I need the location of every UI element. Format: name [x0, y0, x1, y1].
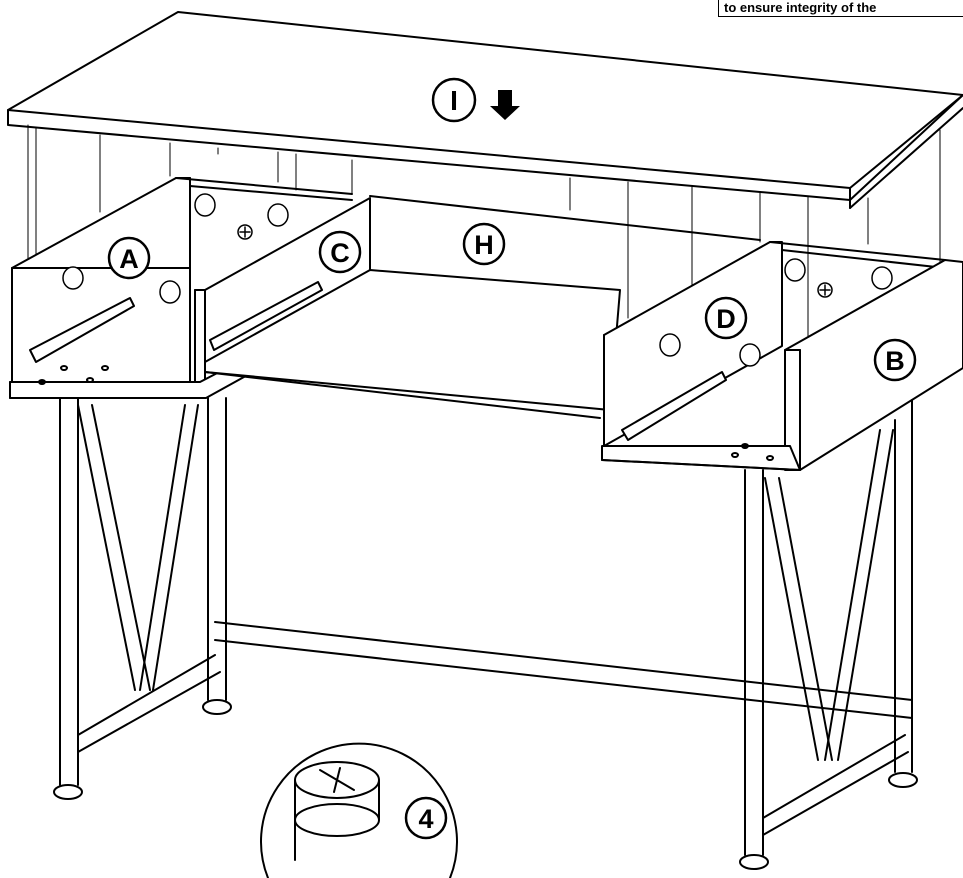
- label-H: H: [462, 222, 506, 266]
- label-B: B: [873, 338, 917, 382]
- label-D: D: [704, 296, 748, 340]
- svg-text:H: H: [474, 230, 494, 260]
- label-C: C: [318, 230, 362, 274]
- label-hardware-4: 4: [404, 796, 448, 840]
- right-pedestal: [601, 241, 963, 471]
- label-I: I: [431, 77, 477, 123]
- svg-text:D: D: [716, 304, 736, 334]
- caption-note: to ensure integrity of the: [718, 0, 963, 17]
- hardware-detail-callout: [260, 742, 458, 878]
- svg-text:A: A: [119, 244, 139, 274]
- screw-icon: [237, 224, 833, 298]
- svg-text:4: 4: [418, 804, 433, 834]
- alignment-lines: [27, 124, 941, 341]
- svg-text:B: B: [885, 346, 905, 376]
- table-top-panel: [7, 11, 963, 209]
- right-frame: [739, 399, 918, 870]
- svg-text:I: I: [450, 85, 458, 116]
- down-arrow-icon: [490, 90, 520, 120]
- left-frame: [53, 397, 913, 800]
- label-A: A: [107, 236, 151, 280]
- svg-text:C: C: [330, 238, 350, 268]
- cam-lock-icon: [62, 193, 893, 367]
